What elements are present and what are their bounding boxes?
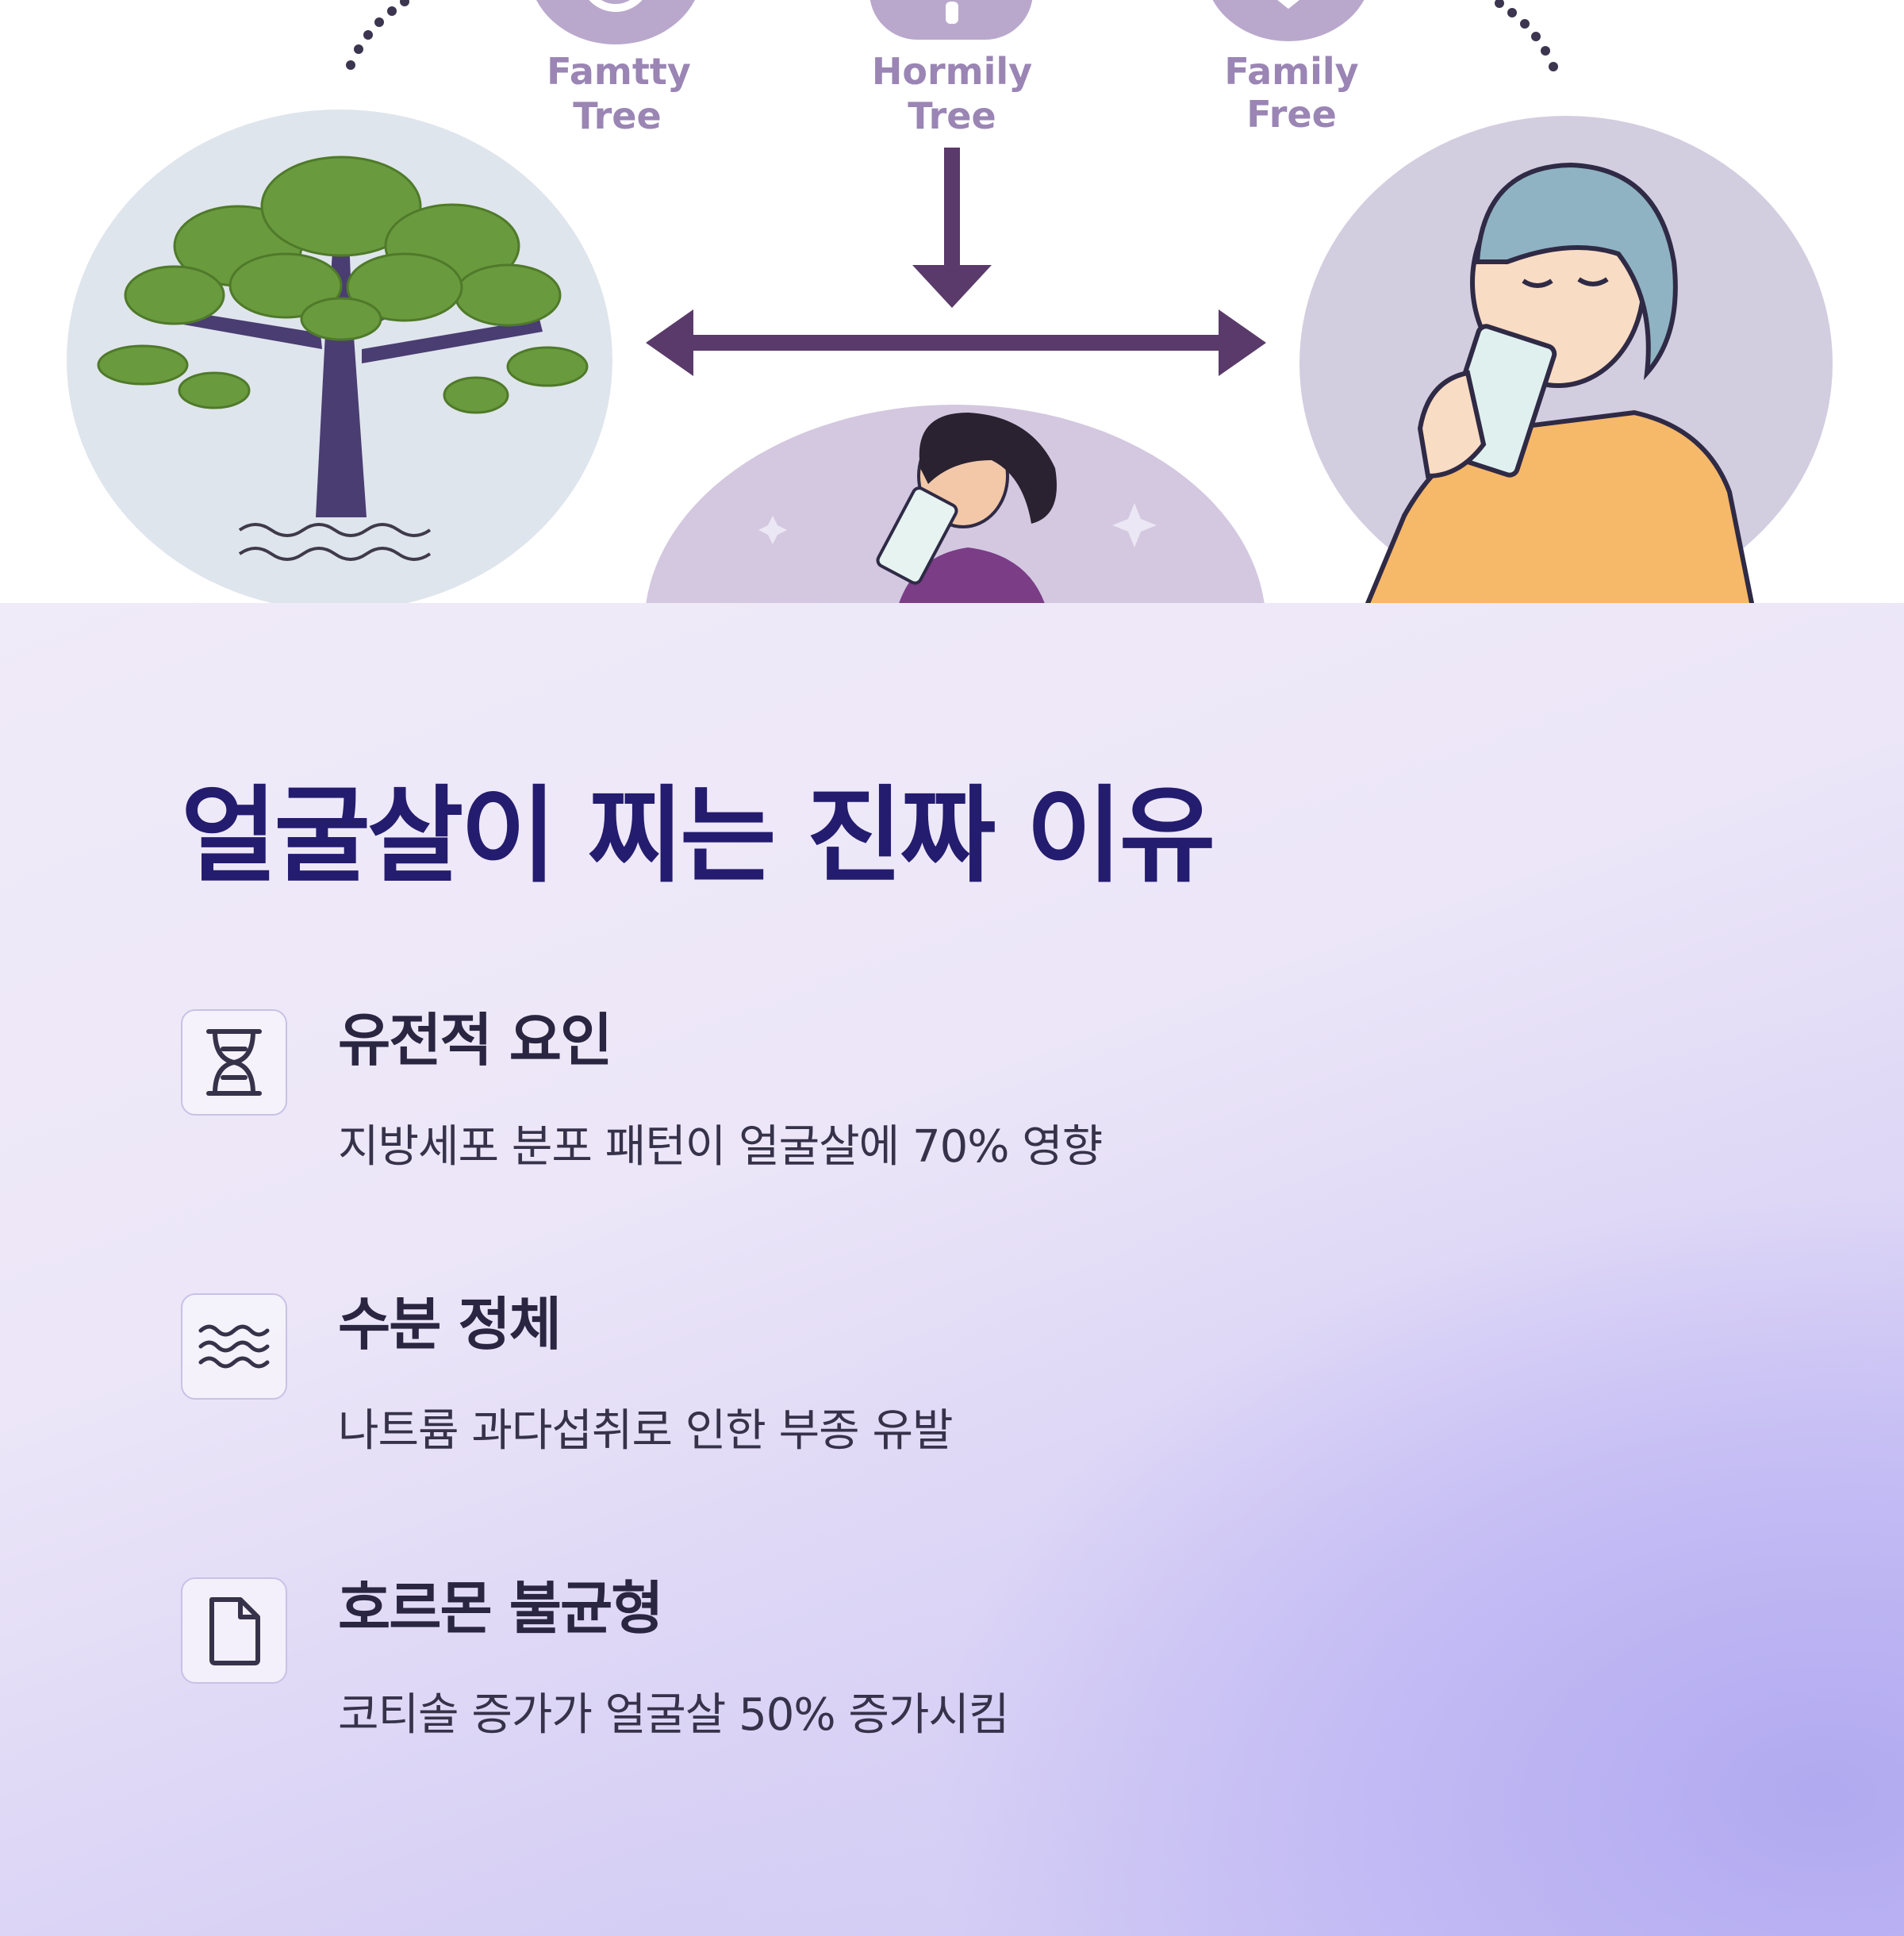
top-icon-1: [536, 0, 695, 44]
top-icon-3: [1212, 0, 1365, 41]
reason-description: 코티솔 증가가 얼굴살 50% 증가시킴: [338, 1689, 1009, 1741]
woman-drinking-small-icon: [758, 413, 1157, 603]
reason-title: 수분 정체: [338, 1291, 562, 1358]
reason-description: 지방세포 분포 패턴이 얼굴살에 70% 영향: [338, 1121, 1103, 1173]
water-waves-icon: [198, 1324, 270, 1369]
middle-circle: [646, 405, 1265, 603]
label-3-line1: Family: [1224, 50, 1358, 93]
top-icon-2: [869, 0, 1033, 40]
hero-illustration: Famtty Tree Hormily Tree Family Free: [0, 0, 1904, 603]
double-arrow-icon: [646, 309, 1266, 376]
page-title: 얼굴살이 찌는 진짜 이유: [181, 775, 1215, 897]
reason-icon-box: [181, 1293, 287, 1400]
arrow-down-icon: [912, 148, 992, 308]
label-2-line1: Hormily: [872, 50, 1032, 93]
woman-drinking-icon: [1365, 162, 1755, 603]
reason-icon-box: [181, 1009, 287, 1116]
reason-title: 호르몬 불균형: [338, 1575, 664, 1642]
reason-item-water: 수분 정체 나트륨 과다섭취로 인한 부종 유발: [181, 1291, 1688, 1484]
reason-item-hormone: 호르몬 불균형 코티솔 증가가 얼굴살 50% 증가시킴: [181, 1575, 1688, 1768]
label-2-line2: Tree: [908, 94, 996, 137]
reason-title: 유전적 요인: [338, 1007, 612, 1074]
label-1-line2: Tree: [573, 94, 661, 137]
reason-icon-box: [181, 1577, 287, 1684]
dotted-arc-left: [346, 0, 409, 70]
woman-drinking-circle: [1299, 116, 1833, 603]
reasons-section: 얼굴살이 찌는 진짜 이유 유전적 요인 지방세포 분포 패턴이 얼굴살에 70…: [0, 603, 1904, 1936]
dna-icon: [206, 1029, 262, 1096]
family-tree-illustration: Famtty Tree Hormily Tree Family Free: [67, 0, 1833, 603]
label-3-line2: Free: [1246, 93, 1337, 136]
tree-icon: [97, 156, 589, 561]
tree-circle: [67, 109, 612, 603]
label-1-line1: Famtty: [547, 50, 691, 93]
reason-description: 나트륨 과다섭취로 인한 부종 유발: [338, 1405, 953, 1457]
document-icon: [209, 1597, 260, 1665]
reason-item-genetic: 유전적 요인 지방세포 분포 패턴이 얼굴살에 70% 영향: [181, 1007, 1688, 1200]
dotted-arc-right: [1495, 0, 1558, 71]
